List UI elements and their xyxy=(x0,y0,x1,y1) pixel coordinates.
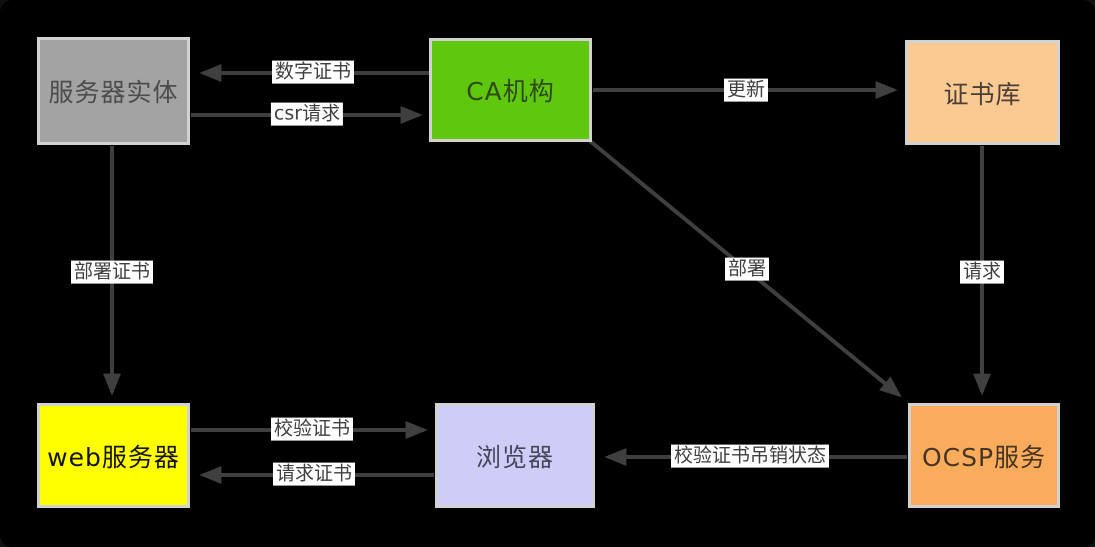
edge-label-check-revocation: 校验证书吊销状态 xyxy=(670,444,830,468)
node-browser: 浏览器 xyxy=(435,403,595,508)
node-certificate-store: 证书库 xyxy=(905,40,1060,145)
node-ocsp-service: OCSP服务 xyxy=(908,403,1060,508)
edge-label-csr-request: csr请求 xyxy=(270,102,344,126)
edge-label-update: 更新 xyxy=(723,78,769,102)
edge-label-deploy: 部署 xyxy=(724,257,770,281)
node-browser-label: 浏览器 xyxy=(475,442,554,472)
edge-label-request-certificate: 请求证书 xyxy=(272,462,356,486)
node-certificate-store-label: 证书库 xyxy=(943,79,1022,109)
node-server-entity: 服务器实体 xyxy=(37,37,190,145)
edge-label-verify-certificate: 校验证书 xyxy=(270,417,354,441)
node-web-server-label: web服务器 xyxy=(47,442,180,472)
node-ca-authority-label: CA机构 xyxy=(466,77,555,106)
node-server-entity-label: 服务器实体 xyxy=(48,78,179,107)
node-ocsp-service-label: OCSP服务 xyxy=(921,442,1047,472)
edge-label-deploy-certificate: 部署证书 xyxy=(70,260,154,284)
edge-label-request: 请求 xyxy=(959,260,1005,284)
edge-label-digital-certificate: 数字证书 xyxy=(271,60,355,84)
node-web-server: web服务器 xyxy=(37,403,190,508)
node-ca-authority: CA机构 xyxy=(429,38,592,142)
